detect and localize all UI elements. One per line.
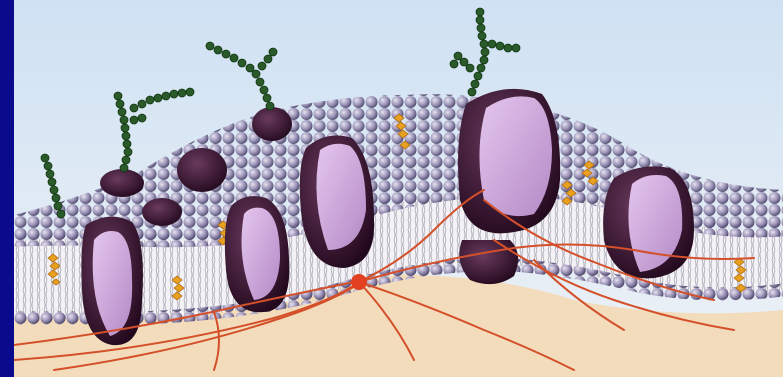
filament-junction xyxy=(351,274,367,290)
membrane-illustration xyxy=(14,0,783,377)
